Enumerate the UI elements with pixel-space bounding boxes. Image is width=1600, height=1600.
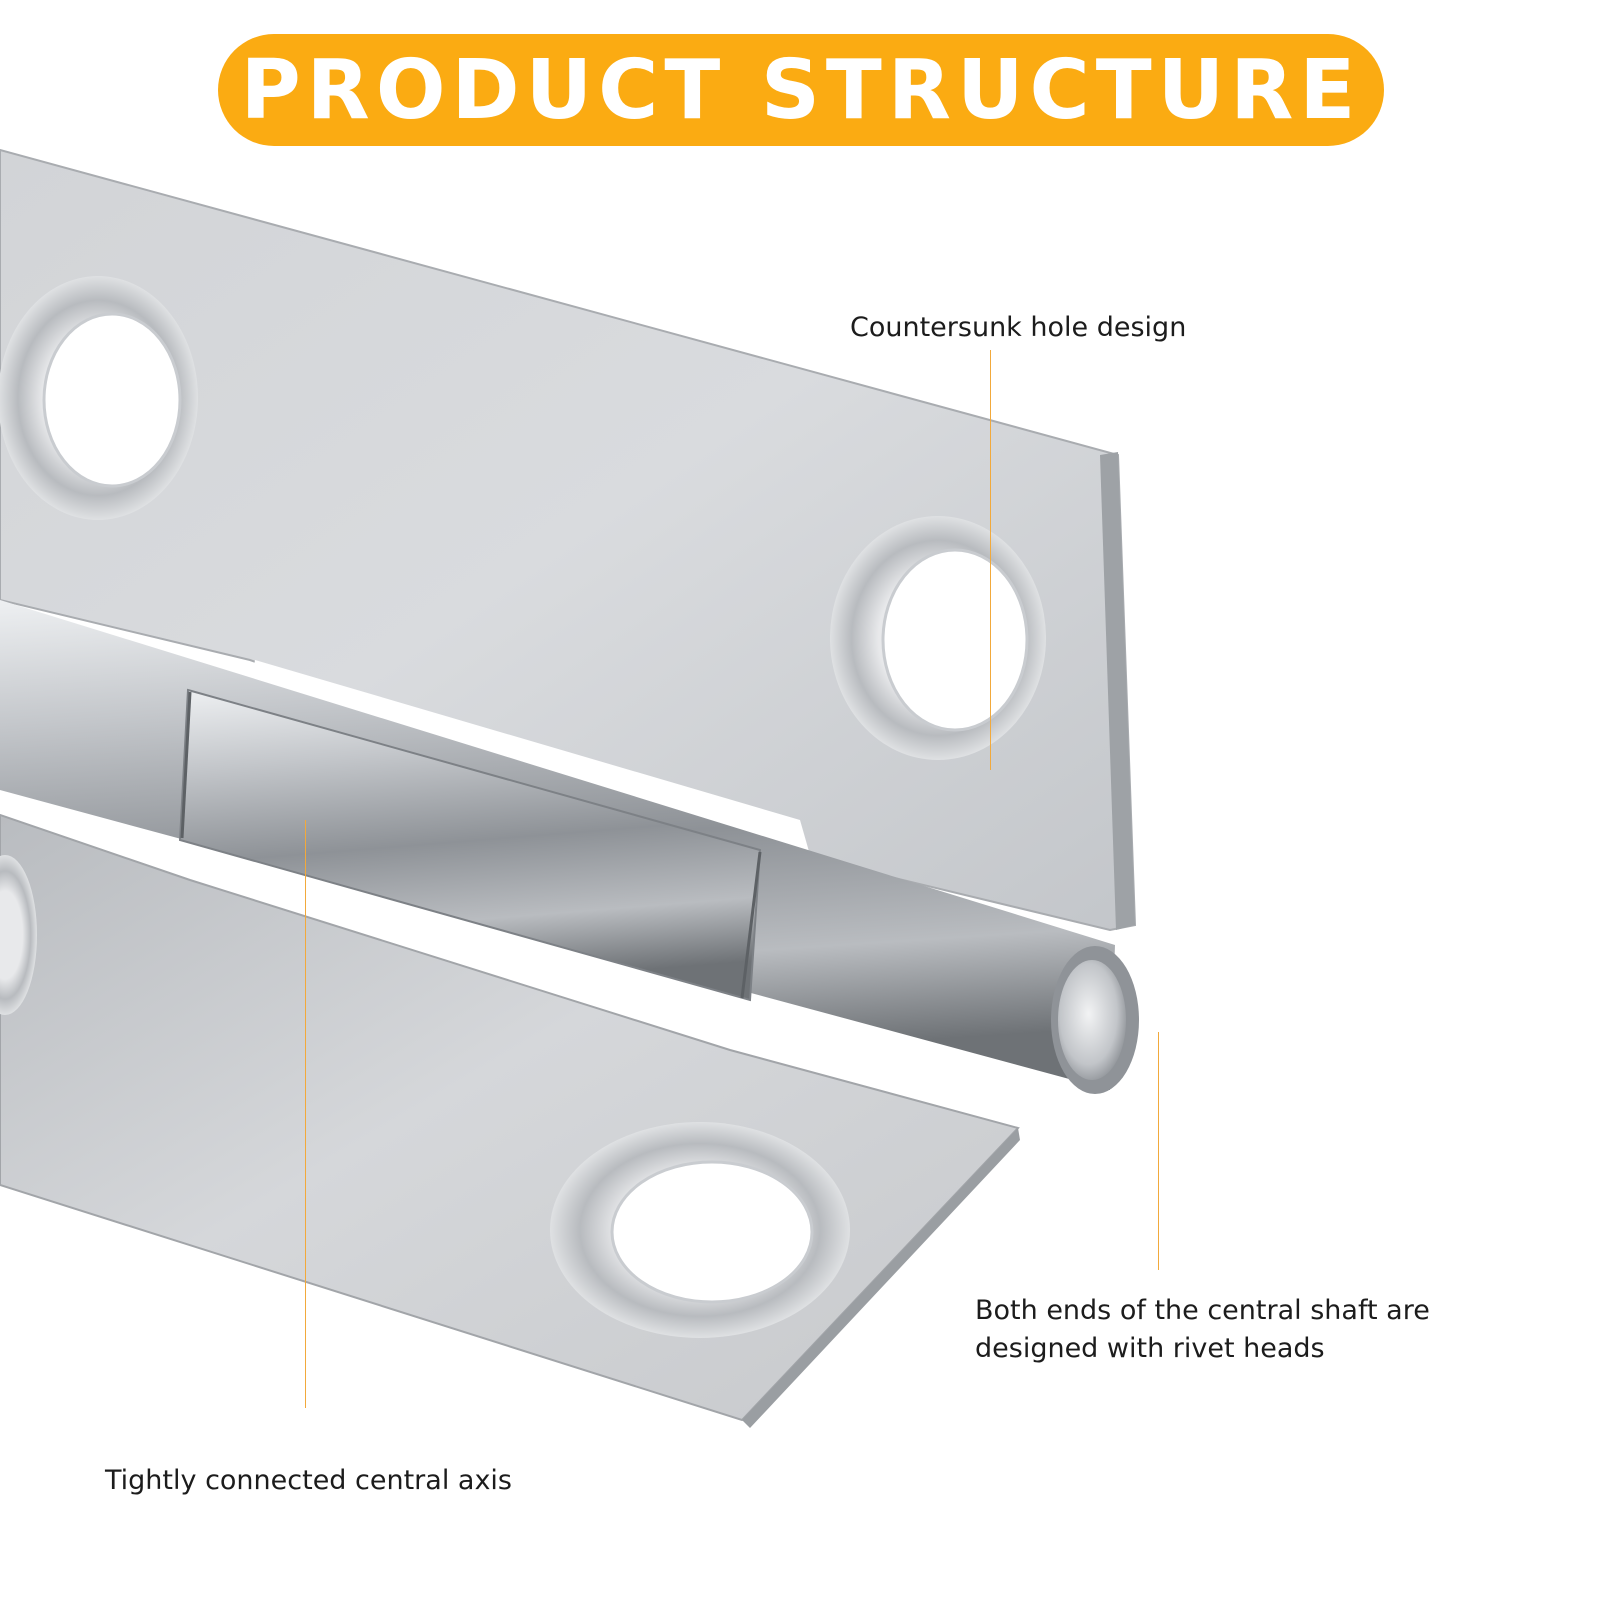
leader-line-rivet <box>1158 1032 1159 1270</box>
upper-leaf-edge <box>1100 452 1135 930</box>
callout-rivet-line2: designed with rivet heads <box>975 1333 1325 1364</box>
countersunk-hole-lower-left <box>0 855 37 1015</box>
banner-title: PRODUCT STRUCTURE <box>240 42 1362 138</box>
countersunk-hole-upper-left <box>0 276 198 520</box>
central-axis <box>0 600 1115 1090</box>
countersunk-hole-lower-right <box>550 1122 850 1338</box>
callout-axis: Tightly connected central axis <box>105 1465 513 1496</box>
title-banner: PRODUCT STRUCTURE <box>218 34 1384 146</box>
knuckle-gap-lower <box>740 1005 1060 1098</box>
rivet-head <box>1051 946 1139 1094</box>
leader-line-axis <box>305 820 306 1408</box>
leader-line-countersunk <box>990 350 991 770</box>
callout-countersunk: Countersunk hole design <box>850 312 1187 343</box>
countersunk-hole-upper-right <box>830 516 1046 760</box>
callout-rivet-line1: Both ends of the central shaft are <box>975 1295 1430 1326</box>
knuckle-gap <box>250 660 810 855</box>
lower-leaf-edge <box>742 1128 1020 1428</box>
